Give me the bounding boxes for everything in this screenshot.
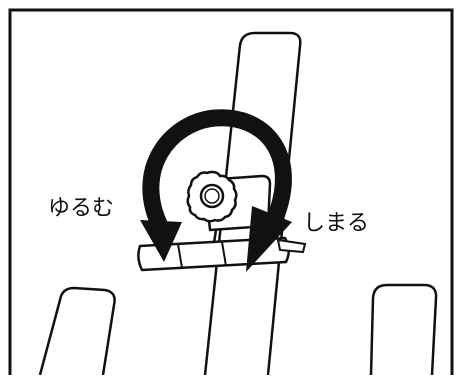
tighten-label: しまる — [303, 211, 370, 236]
left-post — [38, 286, 116, 376]
knurled-knob-icon — [186, 170, 238, 223]
diagram-frame — [8, 8, 454, 375]
rotation-arrow-icon — [140, 109, 292, 272]
loosen-label: ゆるむ — [48, 196, 115, 221]
knob-shaft — [212, 229, 218, 244]
right-post — [369, 283, 438, 376]
